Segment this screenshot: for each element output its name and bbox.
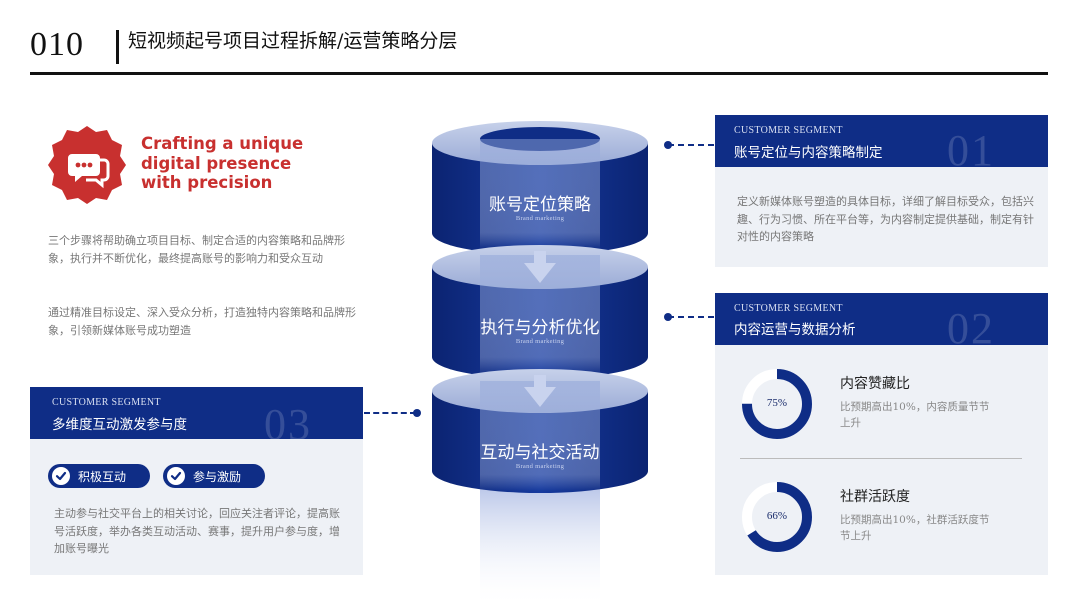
segment-label: CUSTOMER SEGMENT bbox=[52, 397, 161, 408]
down-arrow-icon bbox=[524, 375, 556, 407]
connector-dot bbox=[413, 409, 421, 417]
segment-card-header: CUSTOMER SEGMENT 账号定位与内容策略制定 01 bbox=[715, 115, 1048, 167]
cylinder-label-1: 账号定位策略 Brand marketing bbox=[428, 190, 652, 222]
cylinder-subtitle: Brand marketing bbox=[515, 215, 565, 222]
cylinder-label-3: 互动与社交活动 Brand marketing bbox=[428, 438, 652, 470]
connector-dot bbox=[664, 313, 672, 321]
metric-desc: 比预期高出10%，社群活跃度节节上升 bbox=[840, 514, 990, 542]
check-icon bbox=[167, 467, 185, 485]
segment-label: CUSTOMER SEGMENT bbox=[734, 125, 843, 136]
cylinder-tier-2 bbox=[432, 245, 648, 379]
page-title: 短视频起号项目过程拆解/运营策略分层 bbox=[128, 30, 458, 52]
check-icon bbox=[52, 467, 70, 485]
donut-chart-community-activity bbox=[742, 482, 812, 552]
tagline: Crafting a unique digital presence with … bbox=[141, 134, 303, 193]
pill-participation-incentive[interactable]: 参与激励 bbox=[163, 464, 265, 488]
cylinder-label-2: 执行与分析优化 Brand marketing bbox=[428, 313, 652, 345]
segment-card-1: CUSTOMER SEGMENT 账号定位与内容策略制定 01 定义新媒体账号塑… bbox=[715, 115, 1048, 267]
pill-label: 积极互动 bbox=[78, 469, 127, 484]
title-divider-bar bbox=[116, 30, 119, 64]
down-arrow-icon bbox=[524, 251, 556, 283]
segment-card-header: CUSTOMER SEGMENT 多维度互动激发参与度 03 bbox=[30, 387, 363, 439]
light-beam-tail bbox=[480, 485, 600, 608]
metric-title: 内容赞藏比 bbox=[840, 376, 910, 392]
page-number: 010 bbox=[30, 26, 84, 63]
segment-label: CUSTOMER SEGMENT bbox=[734, 303, 843, 314]
cylinder-title: 互动与社交活动 bbox=[480, 443, 600, 463]
connector-dot bbox=[664, 141, 672, 149]
connector-line-1 bbox=[668, 144, 714, 146]
chat-bubble-icon bbox=[48, 126, 126, 204]
metric-title: 社群活跃度 bbox=[840, 489, 910, 505]
cylinder-subtitle: Brand marketing bbox=[515, 463, 565, 470]
tagline-line: digital presence bbox=[141, 153, 292, 173]
segment-body: 定义新媒体账号塑造的具体目标，详细了解目标受众，包括兴趣、行为习惯、所在平台等，… bbox=[737, 195, 1034, 243]
cylinder-tier-3 bbox=[432, 369, 648, 493]
metric-desc: 比预期高出10%，内容质量节节上升 bbox=[840, 401, 990, 429]
segment-number: 02 bbox=[947, 304, 995, 345]
pill-label: 参与激励 bbox=[193, 469, 242, 484]
cylinder-stack bbox=[432, 121, 648, 608]
connector-line-2 bbox=[668, 316, 714, 318]
cylinder-title: 执行与分析优化 bbox=[480, 318, 600, 338]
connector-line-3 bbox=[364, 412, 416, 414]
segment-number: 03 bbox=[264, 400, 312, 439]
tagline-line: Crafting a unique bbox=[141, 134, 304, 153]
segment-title: 账号定位与内容策略制定 bbox=[734, 145, 883, 161]
cylinder-tier-1 bbox=[432, 121, 648, 255]
segment-body: 主动参与社交平台上的相关讨论，回应关注者评论，提高账号活跃度，举办各类互动活动、… bbox=[54, 507, 340, 555]
header-rule bbox=[30, 72, 1048, 75]
cylinder-subtitle: Brand marketing bbox=[515, 338, 565, 345]
pill-active-interaction[interactable]: 积极互动 bbox=[48, 464, 150, 488]
intro-paragraph-1: 三个步骤将帮助确立项目目标、制定合适的内容策略和品牌形象，执行并不断优化，最终提… bbox=[48, 234, 345, 265]
segment-title: 多维度互动激发参与度 bbox=[52, 417, 187, 433]
cylinder-title: 账号定位策略 bbox=[489, 195, 591, 215]
tagline-line: with precision bbox=[141, 173, 273, 192]
segment-number: 01 bbox=[947, 126, 995, 167]
segment-title: 内容运营与数据分析 bbox=[734, 322, 856, 338]
donut-value-label: 75% bbox=[766, 397, 788, 409]
metric-divider bbox=[740, 458, 1022, 459]
intro-paragraph-2: 通过精准目标设定、深入受众分析，打造独特内容策略和品牌形象，引领新媒体账号成功塑… bbox=[48, 306, 356, 337]
donut-chart-content-ratio bbox=[742, 369, 812, 439]
donut-value-label: 66% bbox=[766, 510, 788, 522]
segment-card-header: CUSTOMER SEGMENT 内容运营与数据分析 02 bbox=[715, 293, 1048, 345]
